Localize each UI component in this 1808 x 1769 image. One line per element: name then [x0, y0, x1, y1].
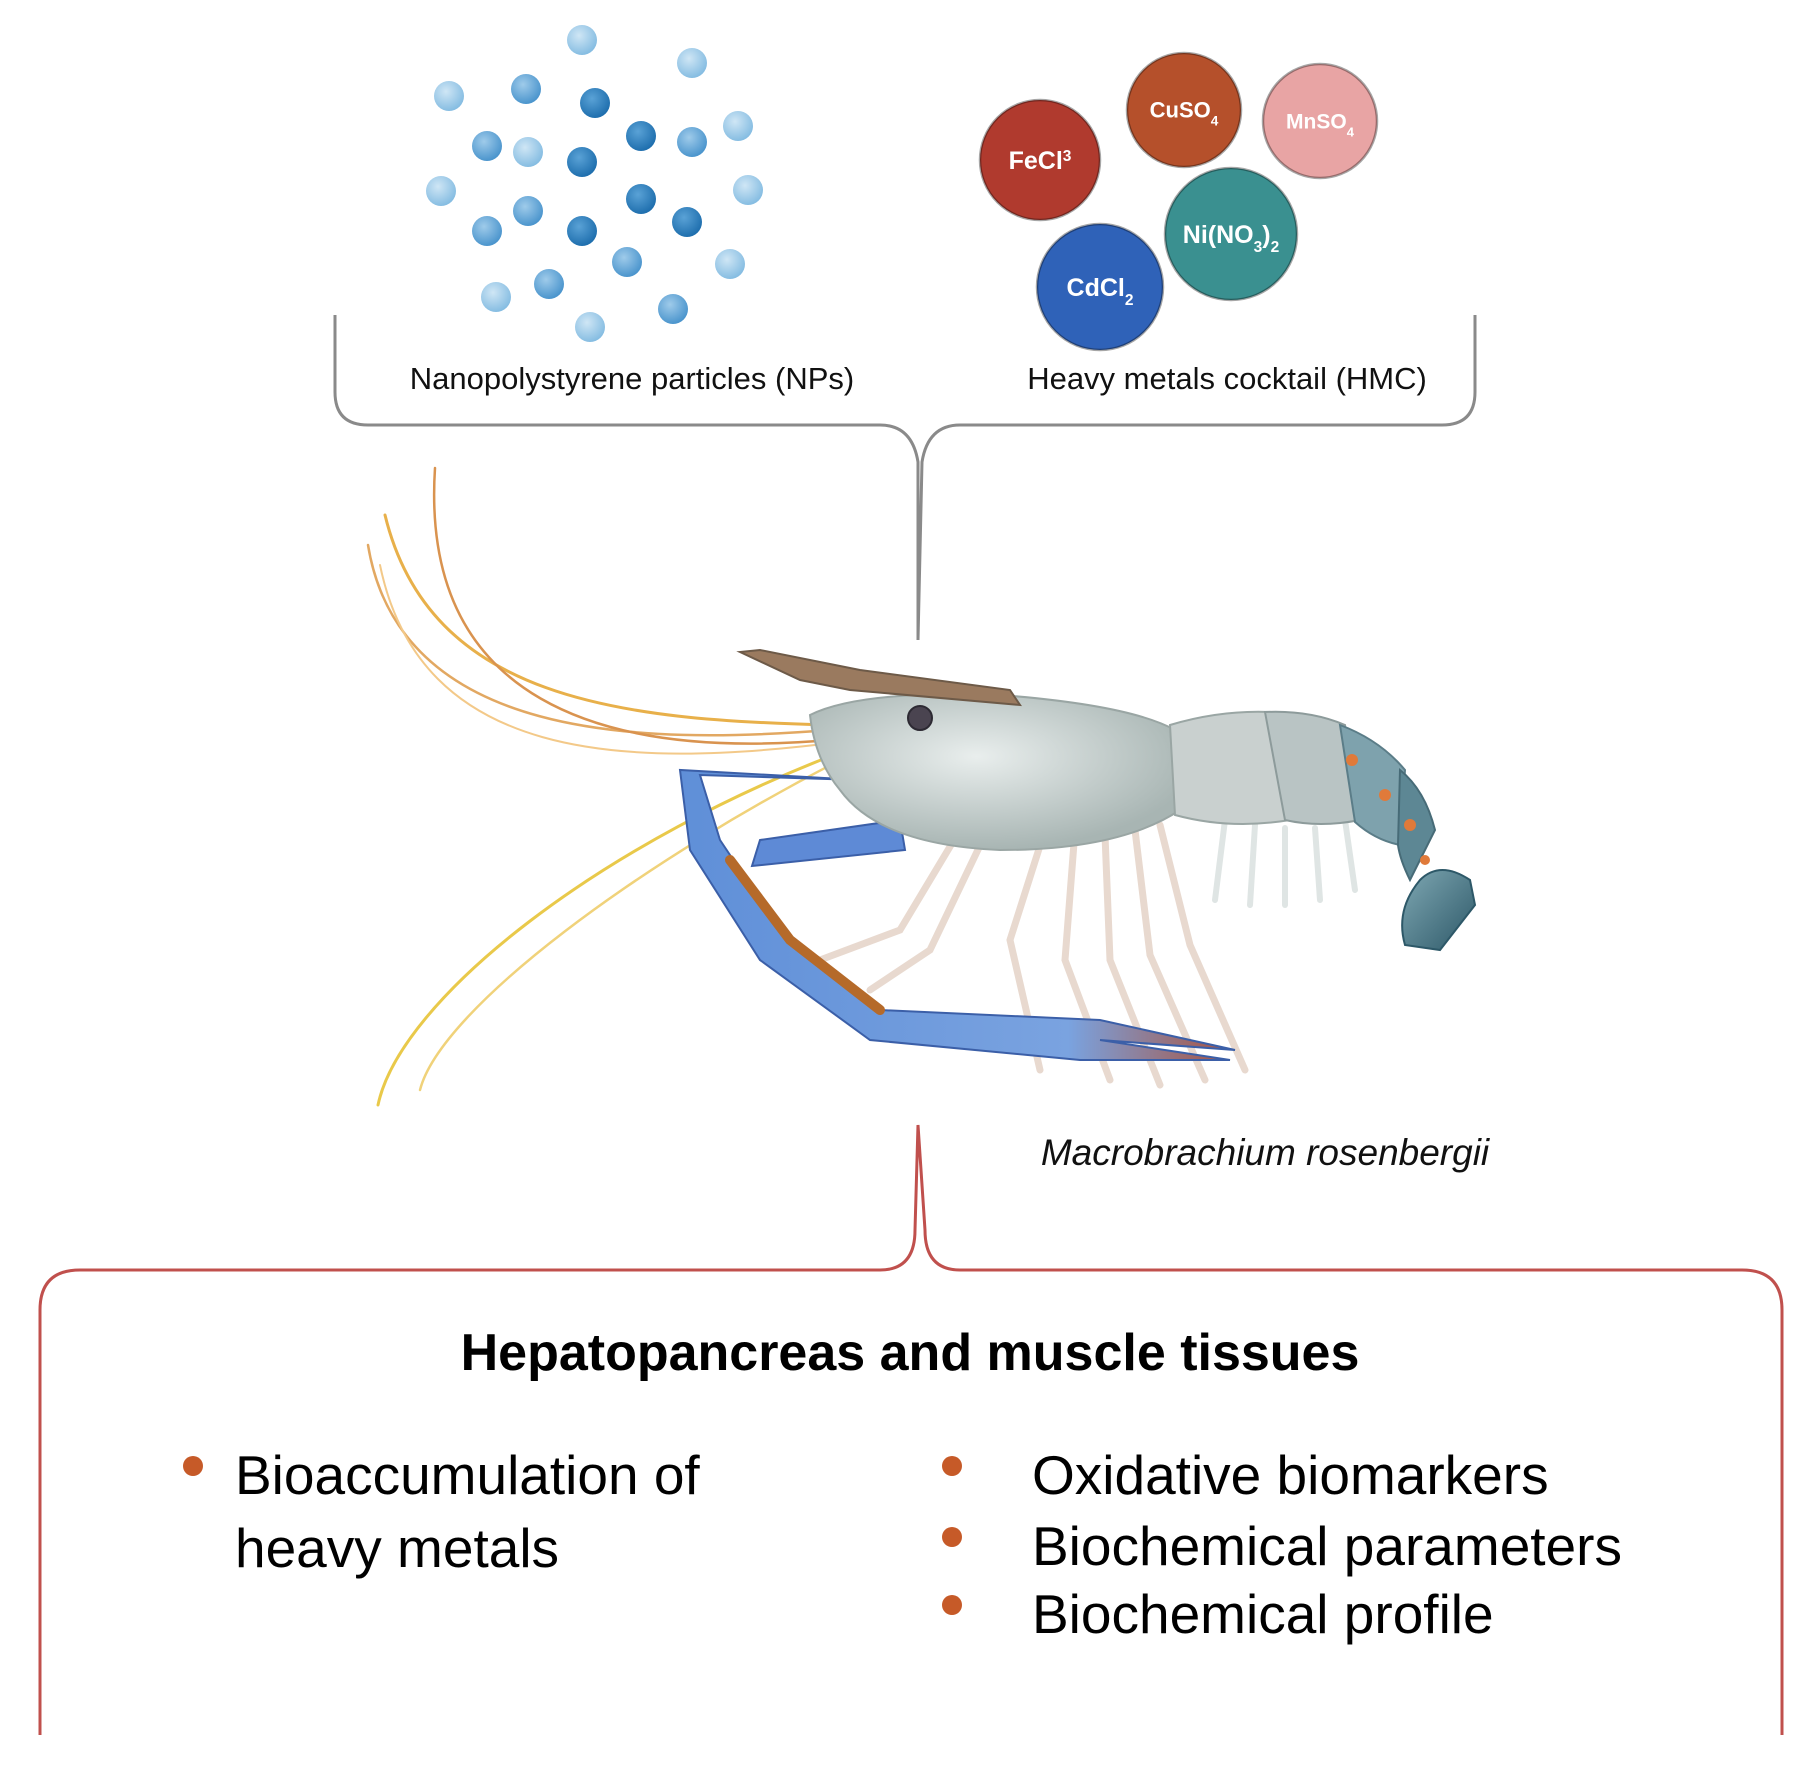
compound-cdcl2: CdCl2: [1035, 222, 1165, 352]
prawn-illustration: [366, 466, 1477, 1107]
compound-circle: [1125, 51, 1243, 169]
compound-formula: MnSO4: [1286, 110, 1355, 139]
bullet: [942, 1456, 962, 1476]
nanoparticle-dot: [658, 294, 688, 324]
compound-circle: [1163, 166, 1299, 302]
compound-circle: [978, 98, 1102, 222]
nanoparticle-dot: [511, 74, 541, 104]
bullet: [183, 1456, 203, 1476]
nanoparticle-dot: [472, 131, 502, 161]
nanoparticle-dot: [472, 216, 502, 246]
bullet: [942, 1527, 962, 1547]
nanoparticle-dot: [575, 312, 605, 342]
nanoparticle-dot: [426, 176, 456, 206]
top-bracket: [333, 315, 1477, 641]
compound-formula: Ni(NO3)2: [1183, 221, 1279, 256]
left-item-line-2: heavy metals: [235, 1517, 559, 1579]
right-outcome-list: Oxidative biomarkers Biochemical paramet…: [942, 1444, 1622, 1645]
nanoparticle-dot: [567, 25, 597, 55]
nanoparticle-dot: [567, 216, 597, 246]
compound-nino32: Ni(NO3)2: [1163, 166, 1299, 302]
right-item-biochemical-profile: Biochemical profile: [1032, 1583, 1494, 1645]
compound-mnso4: MnSO4: [1261, 62, 1379, 180]
outcome-title: Hepatopancreas and muscle tissues: [461, 1324, 1360, 1382]
nanoparticle-dot: [677, 48, 707, 78]
nanoparticle-dot: [612, 247, 642, 277]
np-label: Nanopolystyrene particles (NPs): [410, 361, 855, 396]
compound-cuso4: CuSO4: [1125, 51, 1243, 169]
left-item-line-1: Bioaccumulation of: [235, 1444, 700, 1506]
abdomen: [1168, 710, 1437, 883]
nanoparticle-dot: [580, 88, 610, 118]
nanoparticle-dot: [677, 127, 707, 157]
eye: [907, 705, 933, 731]
compound-formula: FeCl3: [1009, 147, 1072, 175]
bullet: [942, 1595, 962, 1615]
nanoparticle-dot: [715, 249, 745, 279]
nanoparticle-dot: [434, 81, 464, 111]
compound-formula: CuSO4: [1150, 98, 1219, 129]
nanoparticle-dot: [672, 207, 702, 237]
nanoparticle-dot: [723, 111, 753, 141]
left-outcome-list: Bioaccumulation of heavy metals: [183, 1444, 700, 1579]
antennae: [366, 466, 862, 1107]
hmc-label: Heavy metals cocktail (HMC): [1027, 361, 1427, 396]
nanoparticle-dot: [626, 121, 656, 151]
nanoparticle-cluster: [426, 25, 763, 342]
compound-fecl3: FeCl3: [978, 98, 1102, 222]
tail-fan: [1401, 869, 1477, 952]
compound-formula: CdCl2: [1067, 274, 1134, 309]
compound-circle: [1035, 222, 1165, 352]
nanoparticle-dot: [513, 137, 543, 167]
nanoparticle-dot: [626, 184, 656, 214]
species-label: Macrobrachium rosenbergii: [1041, 1132, 1491, 1173]
rostrum: [736, 648, 1022, 707]
compound-circle: [1261, 62, 1379, 180]
right-item-oxidative-biomarkers: Oxidative biomarkers: [1032, 1444, 1549, 1506]
right-item-biochemical-parameters: Biochemical parameters: [1032, 1515, 1622, 1577]
nanoparticle-dot: [513, 196, 543, 226]
nanoparticle-dot: [481, 282, 511, 312]
claw-arm: [678, 768, 1236, 1061]
nanoparticle-dot: [733, 175, 763, 205]
bottom-bracket: [38, 1124, 1784, 1735]
nanoparticle-dot: [534, 269, 564, 299]
nanoparticle-dot: [567, 147, 597, 177]
swimmerets: [1212, 817, 1358, 908]
